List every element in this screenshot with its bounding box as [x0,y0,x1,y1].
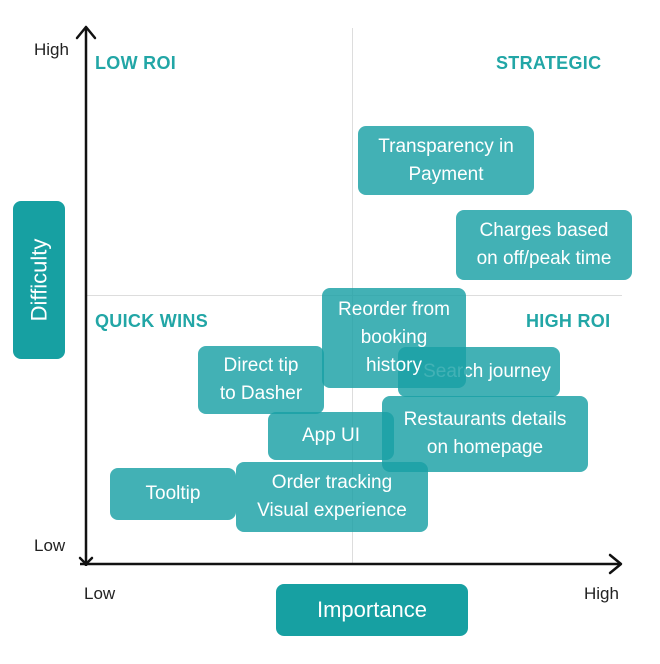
y-high-label: High [34,40,69,59]
item-charges-peak-time[interactable]: Charges based on off/peak time [456,210,632,280]
item-line: Tooltip [145,483,201,504]
item-reorder-history[interactable]: Reorder from booking history [322,288,466,388]
item-line: Transparency in [378,135,514,157]
item-line: Reorder from [338,299,450,320]
y-low-label: Low [34,536,66,555]
item-line: Order tracking [271,472,393,493]
item-line: App UI [301,425,361,446]
item-direct-tip[interactable]: Direct tip to Dasher [198,346,324,414]
x-axis-arrow [608,553,623,575]
quadrant-quick-wins: QUICK WINS [95,311,208,331]
y-axis-title: Difficulty [13,201,65,359]
x-low-label: Low [84,584,116,603]
y-axis-arrow [75,25,97,40]
item-line: Direct tip [223,355,299,376]
origin-tick [78,556,94,566]
item-line: on off/peak time [476,248,612,269]
item-line: booking [360,327,428,348]
item-line: Restaurants details [403,409,567,430]
quadrant-low-roi: LOW ROI [95,53,177,73]
x-high-label: High [584,584,619,603]
item-line: history [366,355,422,376]
item-line: Payment [408,163,484,185]
item-restaurant-details[interactable]: Restaurants details on homepage [382,396,588,472]
item-app-ui[interactable]: App UI [268,412,394,460]
quadrant-high-roi: HIGH ROI [526,311,611,331]
item-line: Visual experience [257,500,407,521]
item-line: on homepage [426,437,544,458]
x-axis-title: Importance [276,584,468,636]
item-line: to Dasher [219,383,303,404]
y-axis-title-text: Difficulty [26,238,52,322]
item-line: Charges based [479,220,609,241]
item-transparency-payment[interactable]: Transparency in Payment [358,126,534,195]
item-tooltip[interactable]: Tooltip [110,468,236,520]
quadrant-strategic: STRATEGIC [496,53,602,73]
